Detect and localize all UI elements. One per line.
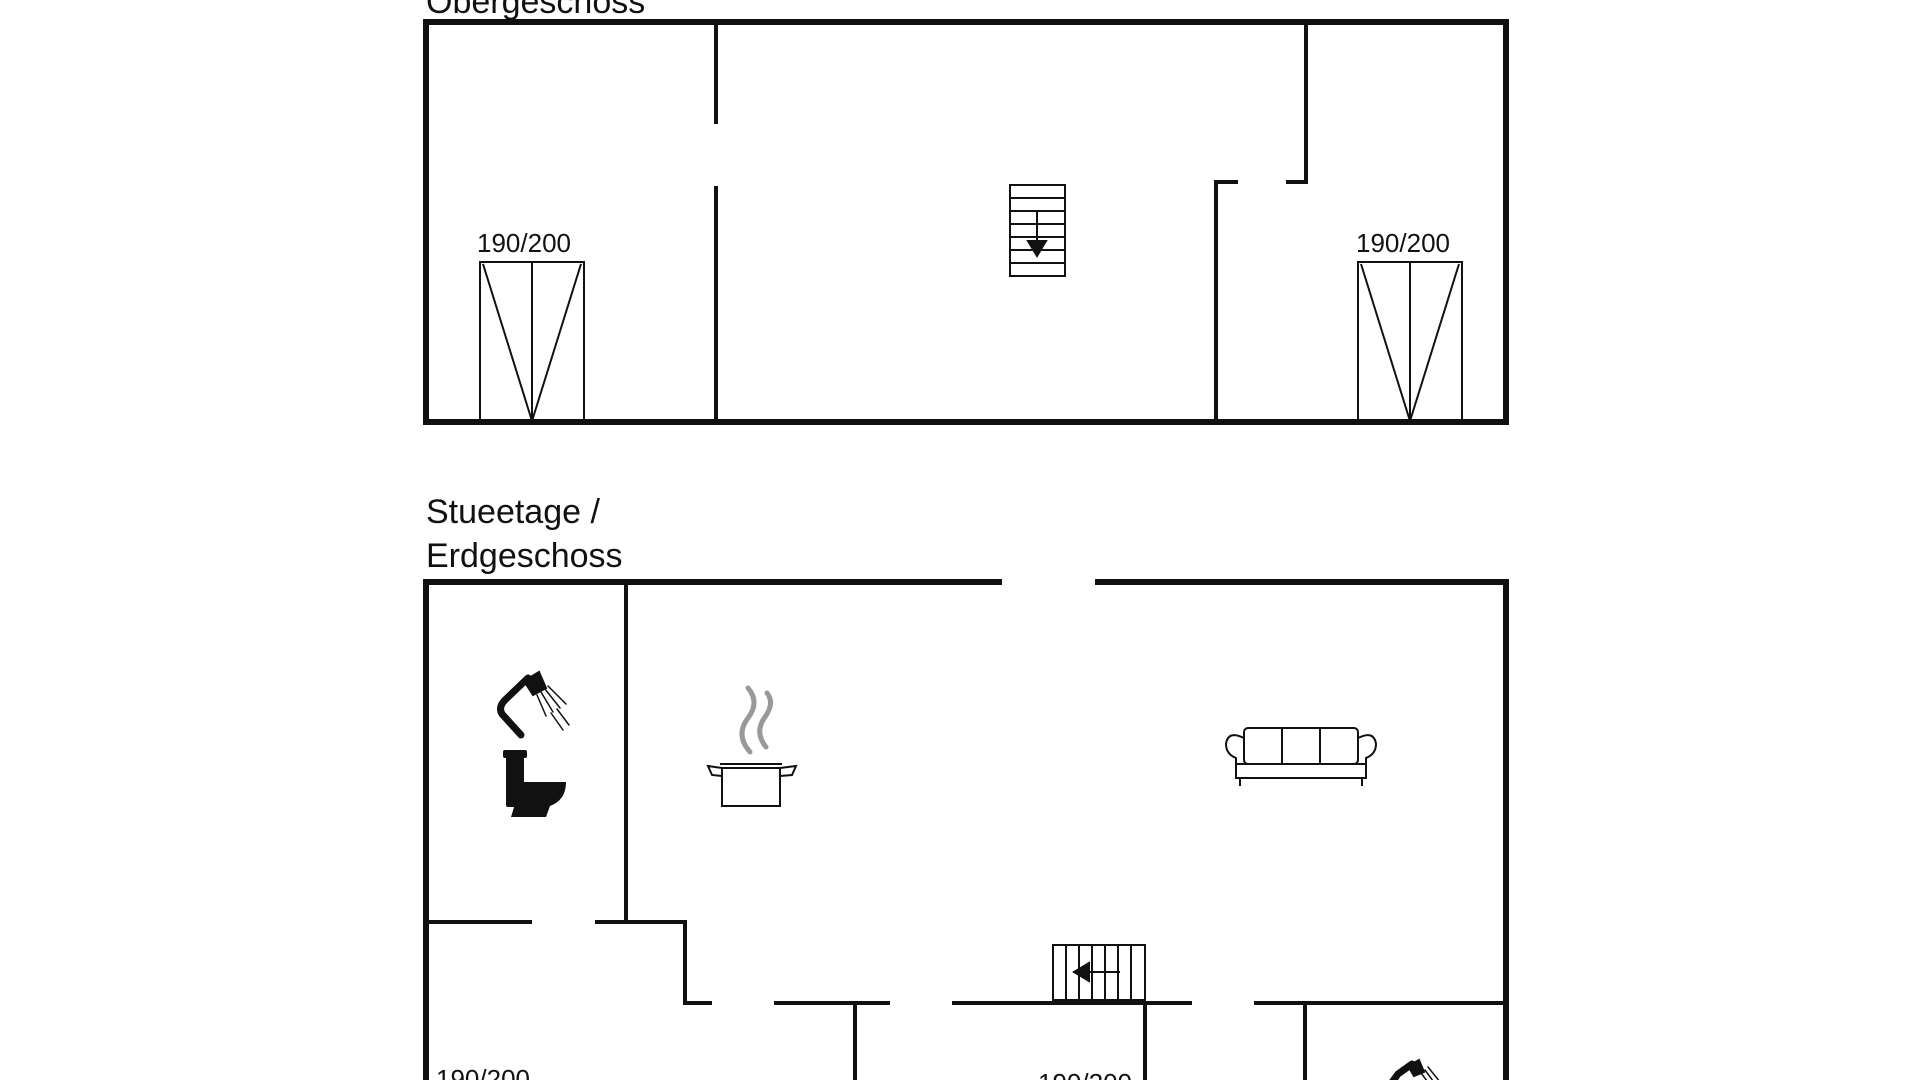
upper-floor-label: Obergeschoss: [426, 0, 646, 21]
ground-outer-wall-right: [1095, 579, 1509, 1080]
upper-left-bed-label: 190/200: [477, 228, 571, 258]
ground-left-bed-label: 190/200: [436, 1064, 530, 1080]
toilet-icon: [503, 750, 566, 817]
shower-icon: [1389, 1058, 1440, 1080]
sofa-icon: [1224, 727, 1378, 786]
hall-wall-step: [595, 920, 712, 1005]
ground-floor: [423, 579, 1509, 1080]
bed-icon: [479, 261, 585, 423]
upper-right-bed-label: 190/200: [1356, 228, 1450, 258]
cooking-pot-icon: [706, 685, 798, 807]
ground-floor-label-line1: Stueetage /: [426, 493, 600, 531]
ground-center-bed-label: 190/200: [1038, 1068, 1132, 1080]
upper-floor: [423, 19, 1509, 425]
upper-partition-right-top: [1286, 23, 1308, 184]
upper-partition-right-bottom: [1214, 180, 1238, 421]
bed-icon: [1357, 261, 1463, 423]
ground-floor-label-line2: Erdgeschoss: [426, 537, 623, 575]
stairs-icon: [1052, 944, 1146, 1001]
upper-outer-wall: [423, 19, 1509, 425]
ground-outer-wall-left: [423, 579, 1002, 1080]
stairs-icon: [1009, 184, 1066, 277]
shower-icon: [497, 670, 570, 739]
